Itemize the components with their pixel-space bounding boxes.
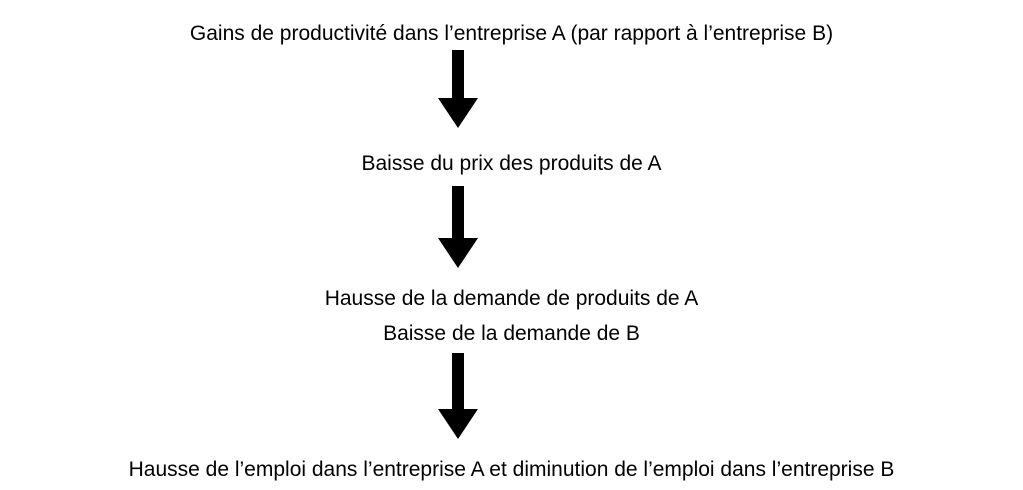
flow-node-employment-effect: Hausse de l’emploi dans l’entreprise A e… [0, 452, 1023, 487]
flow-node-line: Baisse du prix des produits de A [361, 152, 662, 175]
flow-node-demand-shift: Hausse de la demande de produits de A Ba… [0, 281, 1023, 351]
flow-node-productivity-gains: Gains de productivité dans l’entreprise … [0, 16, 1023, 51]
flow-node-price-drop: Baisse du prix des produits de A [0, 146, 1023, 181]
flow-node-line: Hausse de l’emploi dans l’entreprise A e… [128, 458, 895, 481]
flow-node-line: Hausse de la demande de produits de A [324, 287, 699, 310]
flow-node-line: Gains de productivité dans l’entreprise … [189, 22, 834, 45]
flow-node-line: Baisse de la demande de B [383, 322, 640, 345]
